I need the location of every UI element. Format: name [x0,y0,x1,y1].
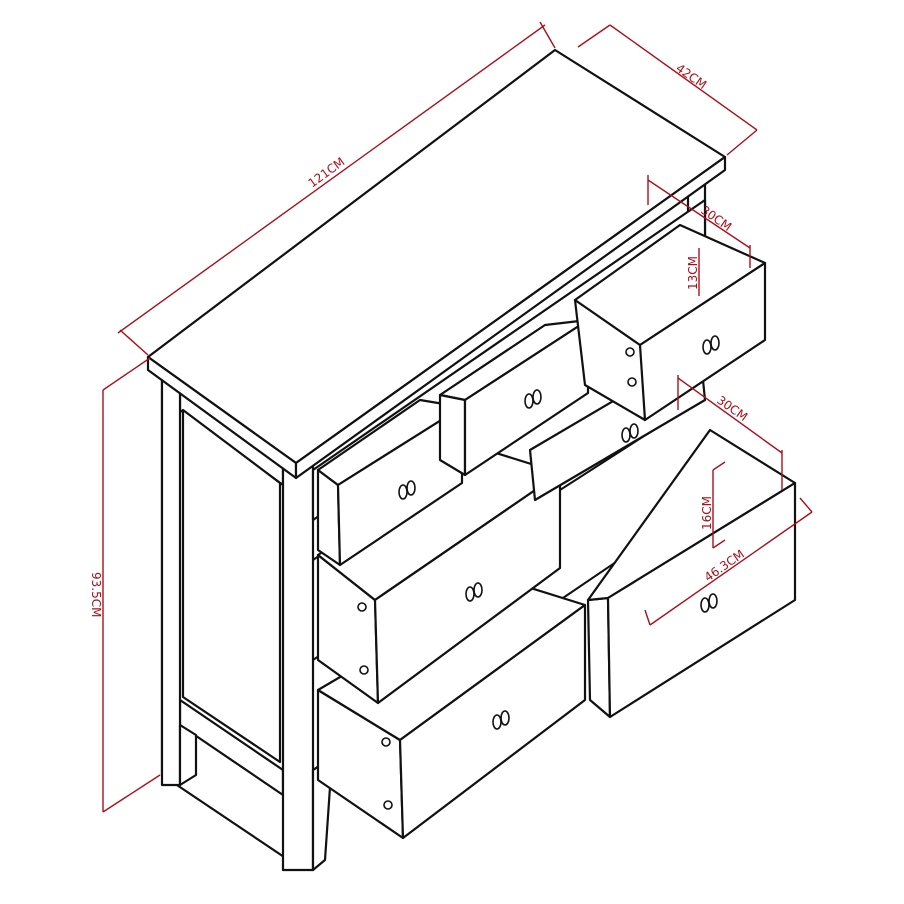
knob-icon [702,335,720,355]
drawer-bottom-left[interactable] [316,578,587,840]
dimension-height: 93.5CM [89,357,161,813]
drawer-bottom-right[interactable] [586,428,797,719]
dimension-large-drawer-height: 16CM [700,461,726,549]
knob-icon [492,710,510,730]
knob-icon [524,389,542,409]
depth-label: 42CM [673,61,709,92]
large-drawer-height-label: 16CM [700,496,714,530]
small-drawer-height-label: 13CM [686,256,700,290]
drawer-top-right[interactable] [573,223,767,422]
knob-icon [465,582,483,602]
table-top [146,48,727,480]
height-label: 93.5CM [89,572,103,617]
knob-icon [700,593,718,613]
drawer-top-middle[interactable] [438,318,590,477]
knob-icon [621,423,639,443]
drawer-middle-left[interactable] [316,446,562,705]
drawer-top-left[interactable] [316,398,464,567]
front-right-leg [281,461,334,872]
dimension-small-drawer-height: 13CM [686,248,700,296]
knob-icon [398,480,416,500]
